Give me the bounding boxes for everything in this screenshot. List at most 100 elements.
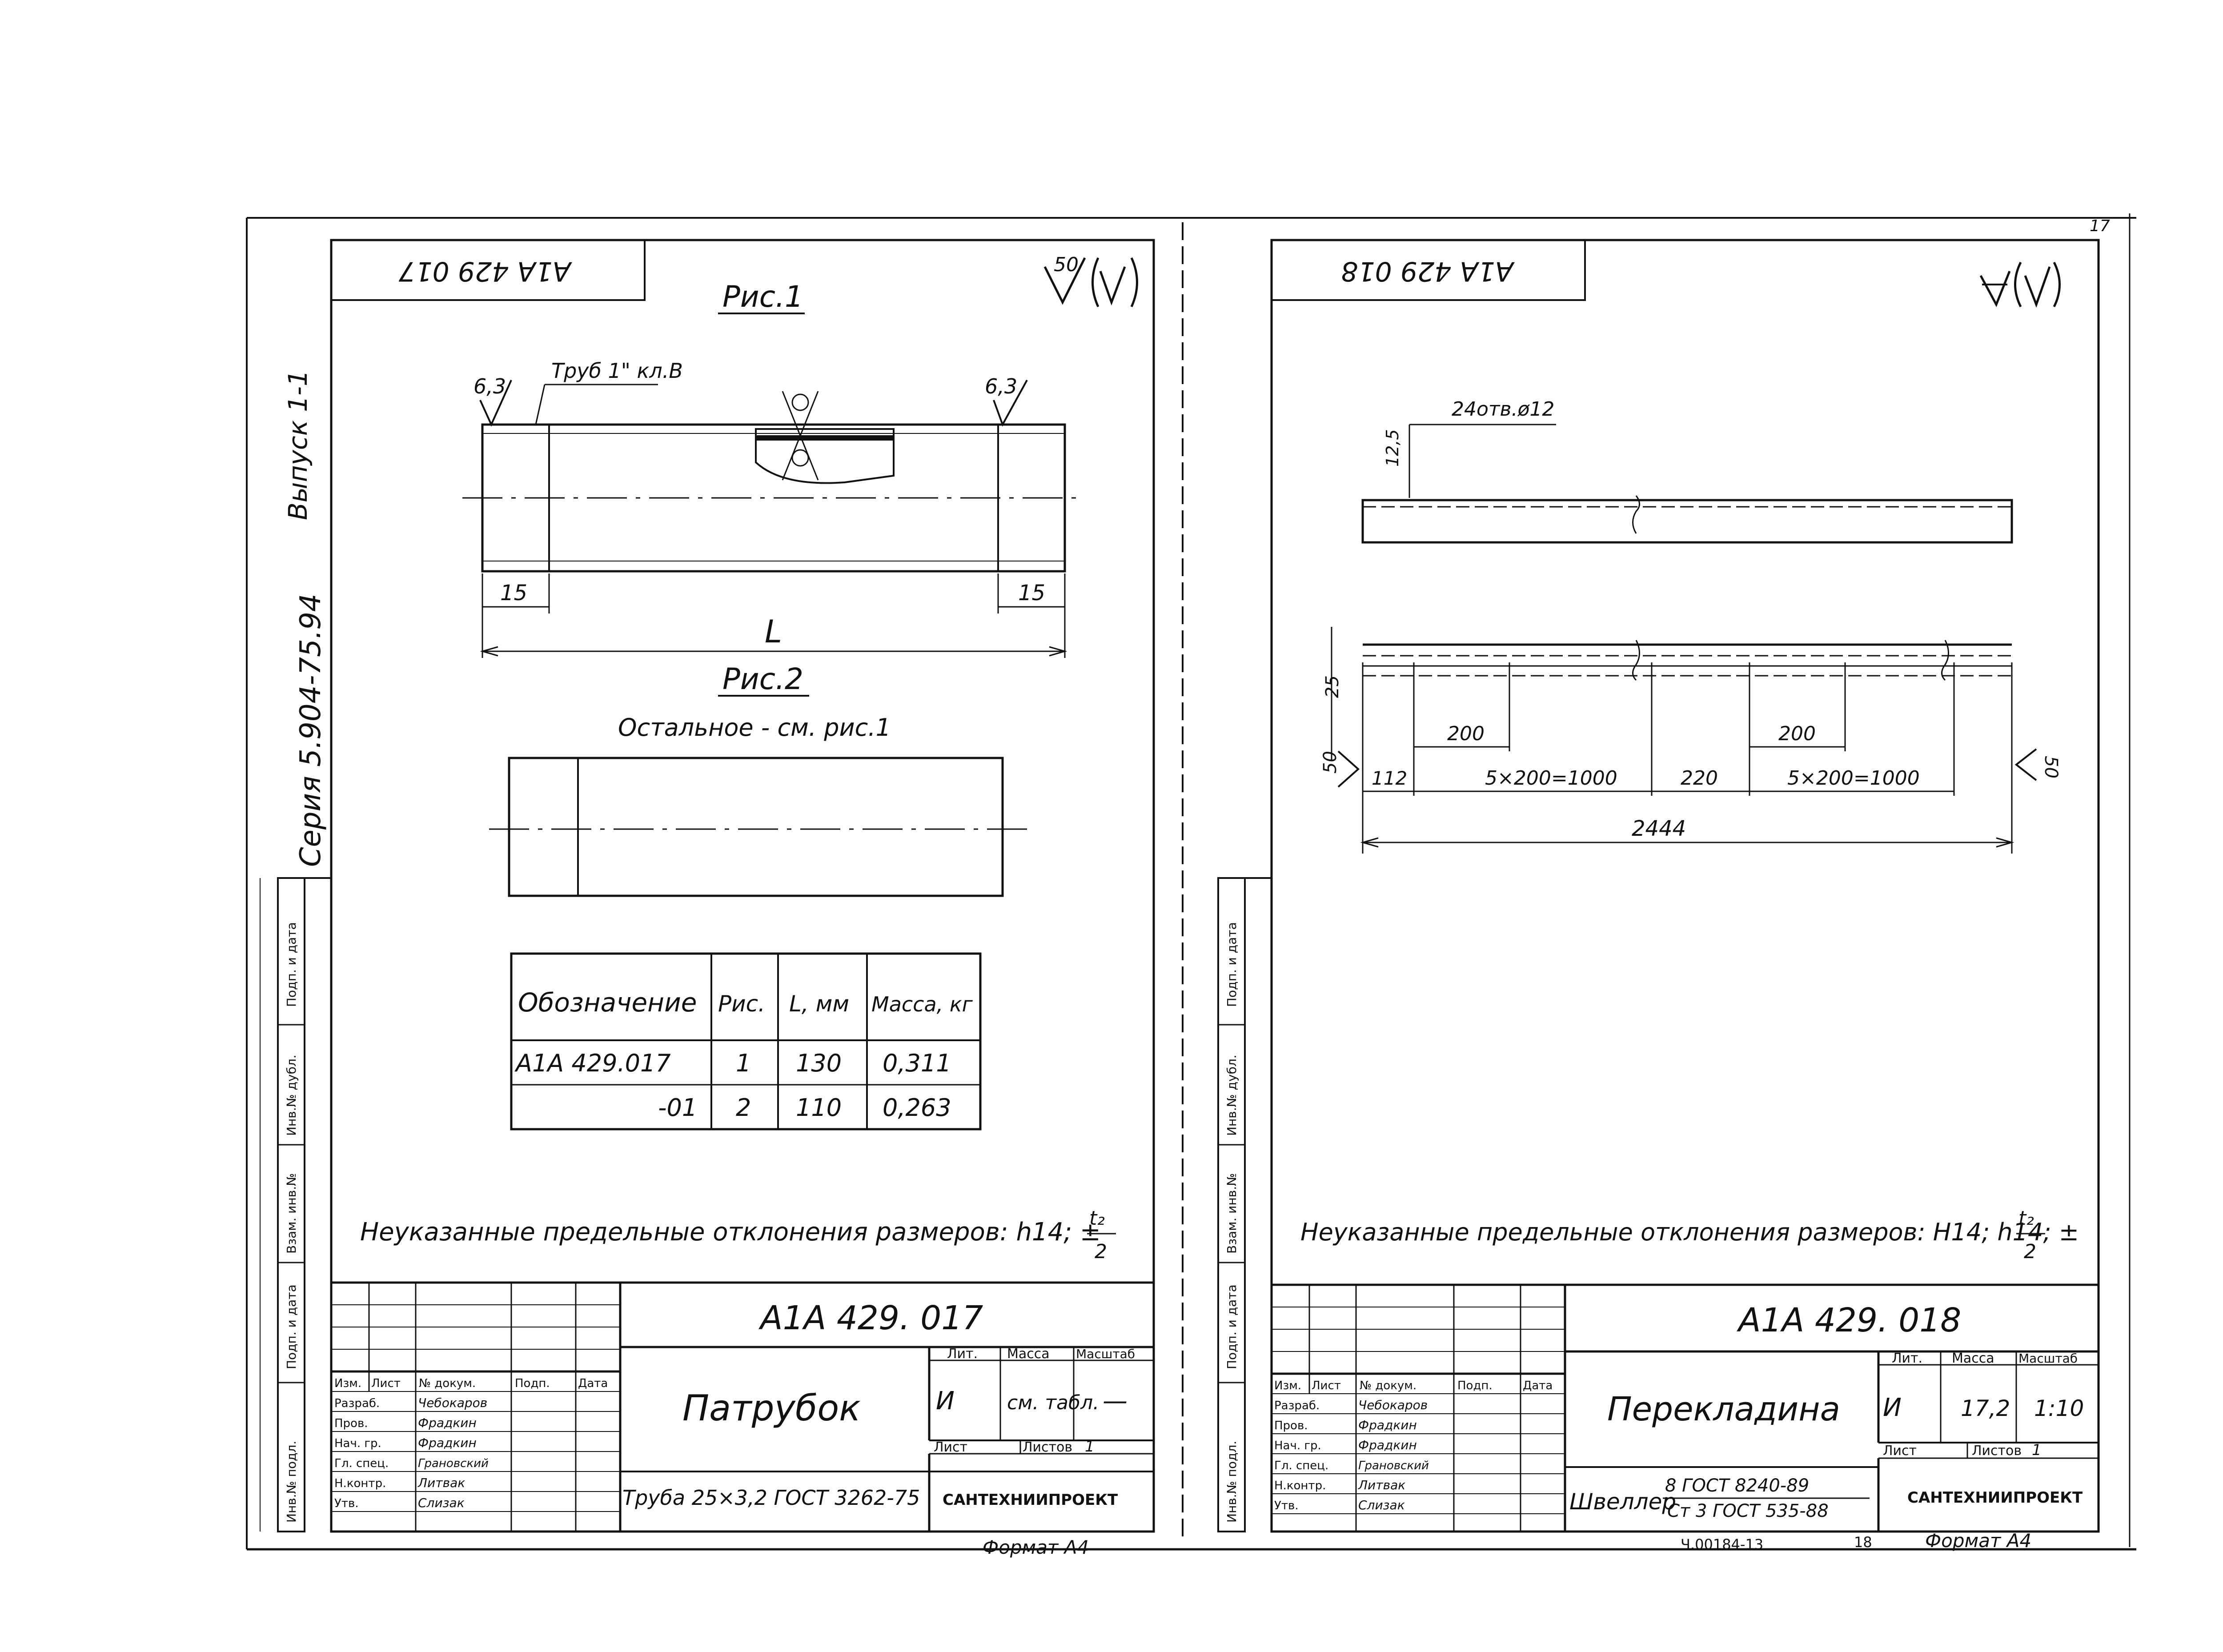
table-head-designation: Обозначение: [518, 987, 697, 1018]
left-org: САНТЕХНИИПРОЕКТ: [943, 1491, 1118, 1509]
left-corner-code: А1А 429 017: [398, 256, 572, 287]
roughness-left-value: 6,3: [473, 374, 506, 398]
dim-L: L: [765, 613, 782, 650]
right-material-prefix: Швеллер: [1569, 1489, 1676, 1515]
dim-12-5: 12,5: [1383, 429, 1402, 467]
side-field: Подп. и дата: [284, 922, 299, 1007]
side-field: Подп. и дата: [1224, 922, 1239, 1007]
side-field: Подп. и дата: [1224, 1284, 1239, 1369]
name: Фрадкин: [418, 1435, 477, 1450]
page-number: 17: [2090, 217, 2110, 235]
scale-value: 1:10: [2034, 1395, 2084, 1421]
table-cell: 0,311: [883, 1049, 951, 1077]
name: Грановский: [418, 1457, 489, 1470]
tolerance-frac-top: t₂: [1089, 1207, 1105, 1230]
role: Гл. спец.: [1274, 1459, 1328, 1472]
col-head: Лист: [371, 1377, 401, 1390]
right-corner-code: А1А 429 018: [1341, 256, 1515, 287]
sheets-label: Листов: [1972, 1443, 2022, 1459]
col-head: № докум.: [1360, 1379, 1416, 1392]
tolerance-frac-top: t₂: [2018, 1207, 2034, 1230]
table-cell: А1А 429.017: [514, 1049, 671, 1077]
role: Утв.: [334, 1497, 359, 1510]
role: Нач. гр.: [334, 1437, 381, 1450]
spec-table: Обозначение Рис. L, мм Масса, кг А1А 429…: [510, 952, 982, 1131]
role: Разраб.: [1274, 1399, 1320, 1412]
col-head: Изм.: [334, 1377, 361, 1390]
dim-5x200-a: 5×200=1000: [1485, 767, 1617, 790]
scale-label: Масштаб: [1076, 1347, 1135, 1361]
right-part-name: Перекладина: [1607, 1390, 1840, 1428]
fig2-note: Остальное - см. рис.1: [618, 714, 891, 742]
name: Фрадкин: [418, 1415, 477, 1430]
col-head: Дата: [578, 1377, 608, 1390]
mass-value: 17,2: [1961, 1395, 2010, 1421]
dim-200-a: 200: [1447, 722, 1485, 745]
right-material-bottom: Ст 3 ГОСТ 535-88: [1667, 1501, 1829, 1521]
footer-code: Ч.00184-13: [1681, 1536, 1763, 1553]
roughness-symbol: [1979, 261, 2061, 308]
sheet-label: Лист: [1883, 1443, 1917, 1459]
side-field: Взам. инв.№: [284, 1173, 299, 1254]
dim-2444: 2444: [1632, 816, 1686, 841]
table-head-mass: Масса, кг: [871, 992, 973, 1016]
right-org: САНТЕХНИИПРОЕКТ: [1907, 1489, 2083, 1507]
dim-220: 220: [1681, 767, 1718, 790]
name: Фрадкин: [1358, 1418, 1417, 1432]
roughness-symbol: [1043, 257, 1138, 308]
table-cell: 110: [796, 1094, 842, 1122]
tolerance-frac-bottom: 2: [1095, 1240, 1107, 1263]
table-cell: -01: [658, 1094, 697, 1122]
side-field: Инв.№ дубл.: [1224, 1055, 1239, 1136]
pipe-note: Труб 1" кл.В: [551, 359, 683, 383]
scale-label: Масштаб: [2018, 1351, 2078, 1366]
left-material: Труба 25×3,2 ГОСТ 3262-75: [622, 1486, 920, 1510]
mass-label: Масса: [1007, 1346, 1050, 1362]
name: Литвак: [417, 1476, 465, 1490]
table-head-L: L, мм: [789, 991, 849, 1017]
roughness-left-value: 50: [1320, 751, 1340, 774]
table-cell: 2: [736, 1094, 751, 1122]
role: Гл. спец.: [334, 1457, 389, 1470]
table-head-fig: Рис.: [718, 991, 765, 1017]
dim-200-b: 200: [1778, 722, 1816, 745]
pipe-drawing: [462, 391, 1085, 573]
right-format: Формат А4: [1925, 1530, 2031, 1552]
left-sheet: А1А 429 017 50 Рис.1 Труб 1" кл.В 6,3 6,…: [330, 239, 1155, 1558]
tolerance-frac-bottom: 2: [2024, 1240, 2036, 1263]
name: Слизак: [418, 1496, 465, 1510]
right-material-top: 8 ГОСТ 8240-89: [1665, 1476, 1809, 1496]
role: Н.контр.: [334, 1477, 386, 1490]
outer-frame: [246, 213, 2136, 1551]
lit-value: И: [936, 1387, 955, 1415]
col-head: № докум.: [419, 1377, 476, 1390]
name: Чебокаров: [1358, 1398, 1428, 1412]
left-format: Формат А4: [983, 1536, 1089, 1558]
right-title-block: Изм. Лист № докум. Подп. Дата Разраб. Пр…: [1270, 1283, 2100, 1533]
col-head: Дата: [1523, 1379, 1553, 1392]
dim-112: 112: [1372, 767, 1407, 789]
col-head: Лист: [1312, 1379, 1341, 1392]
scale-value: —: [1103, 1387, 1128, 1415]
col-head: Изм.: [1274, 1379, 1301, 1392]
table-cell: 0,263: [883, 1094, 951, 1122]
left-roughness-label: 50: [1054, 253, 1079, 276]
dim-15-left: 15: [500, 581, 527, 605]
sheets-value: 1: [2032, 1441, 2042, 1459]
sheet-label: Лист: [934, 1439, 967, 1455]
role: Н.контр.: [1274, 1479, 1326, 1492]
col-head: Подп.: [1457, 1379, 1493, 1392]
side-field: Инв.№ подл.: [284, 1441, 299, 1523]
side-field: Подп. и дата: [284, 1284, 299, 1369]
role: Пров.: [334, 1417, 368, 1430]
dim-15-right: 15: [1018, 581, 1045, 605]
series-label: Серия 5.904-75.94: [294, 593, 327, 867]
role: Нач. гр.: [1274, 1439, 1321, 1452]
role: Пров.: [1274, 1419, 1308, 1432]
dim-5x200-b: 5×200=1000: [1787, 767, 1920, 790]
left-part-name: Патрубок: [682, 1387, 861, 1429]
roughness-right-value: 50: [2041, 756, 2061, 778]
lit-value: И: [1883, 1393, 1902, 1422]
issue-label: Выпуск 1-1: [283, 370, 313, 520]
sheets-label: Листов: [1023, 1439, 1072, 1455]
